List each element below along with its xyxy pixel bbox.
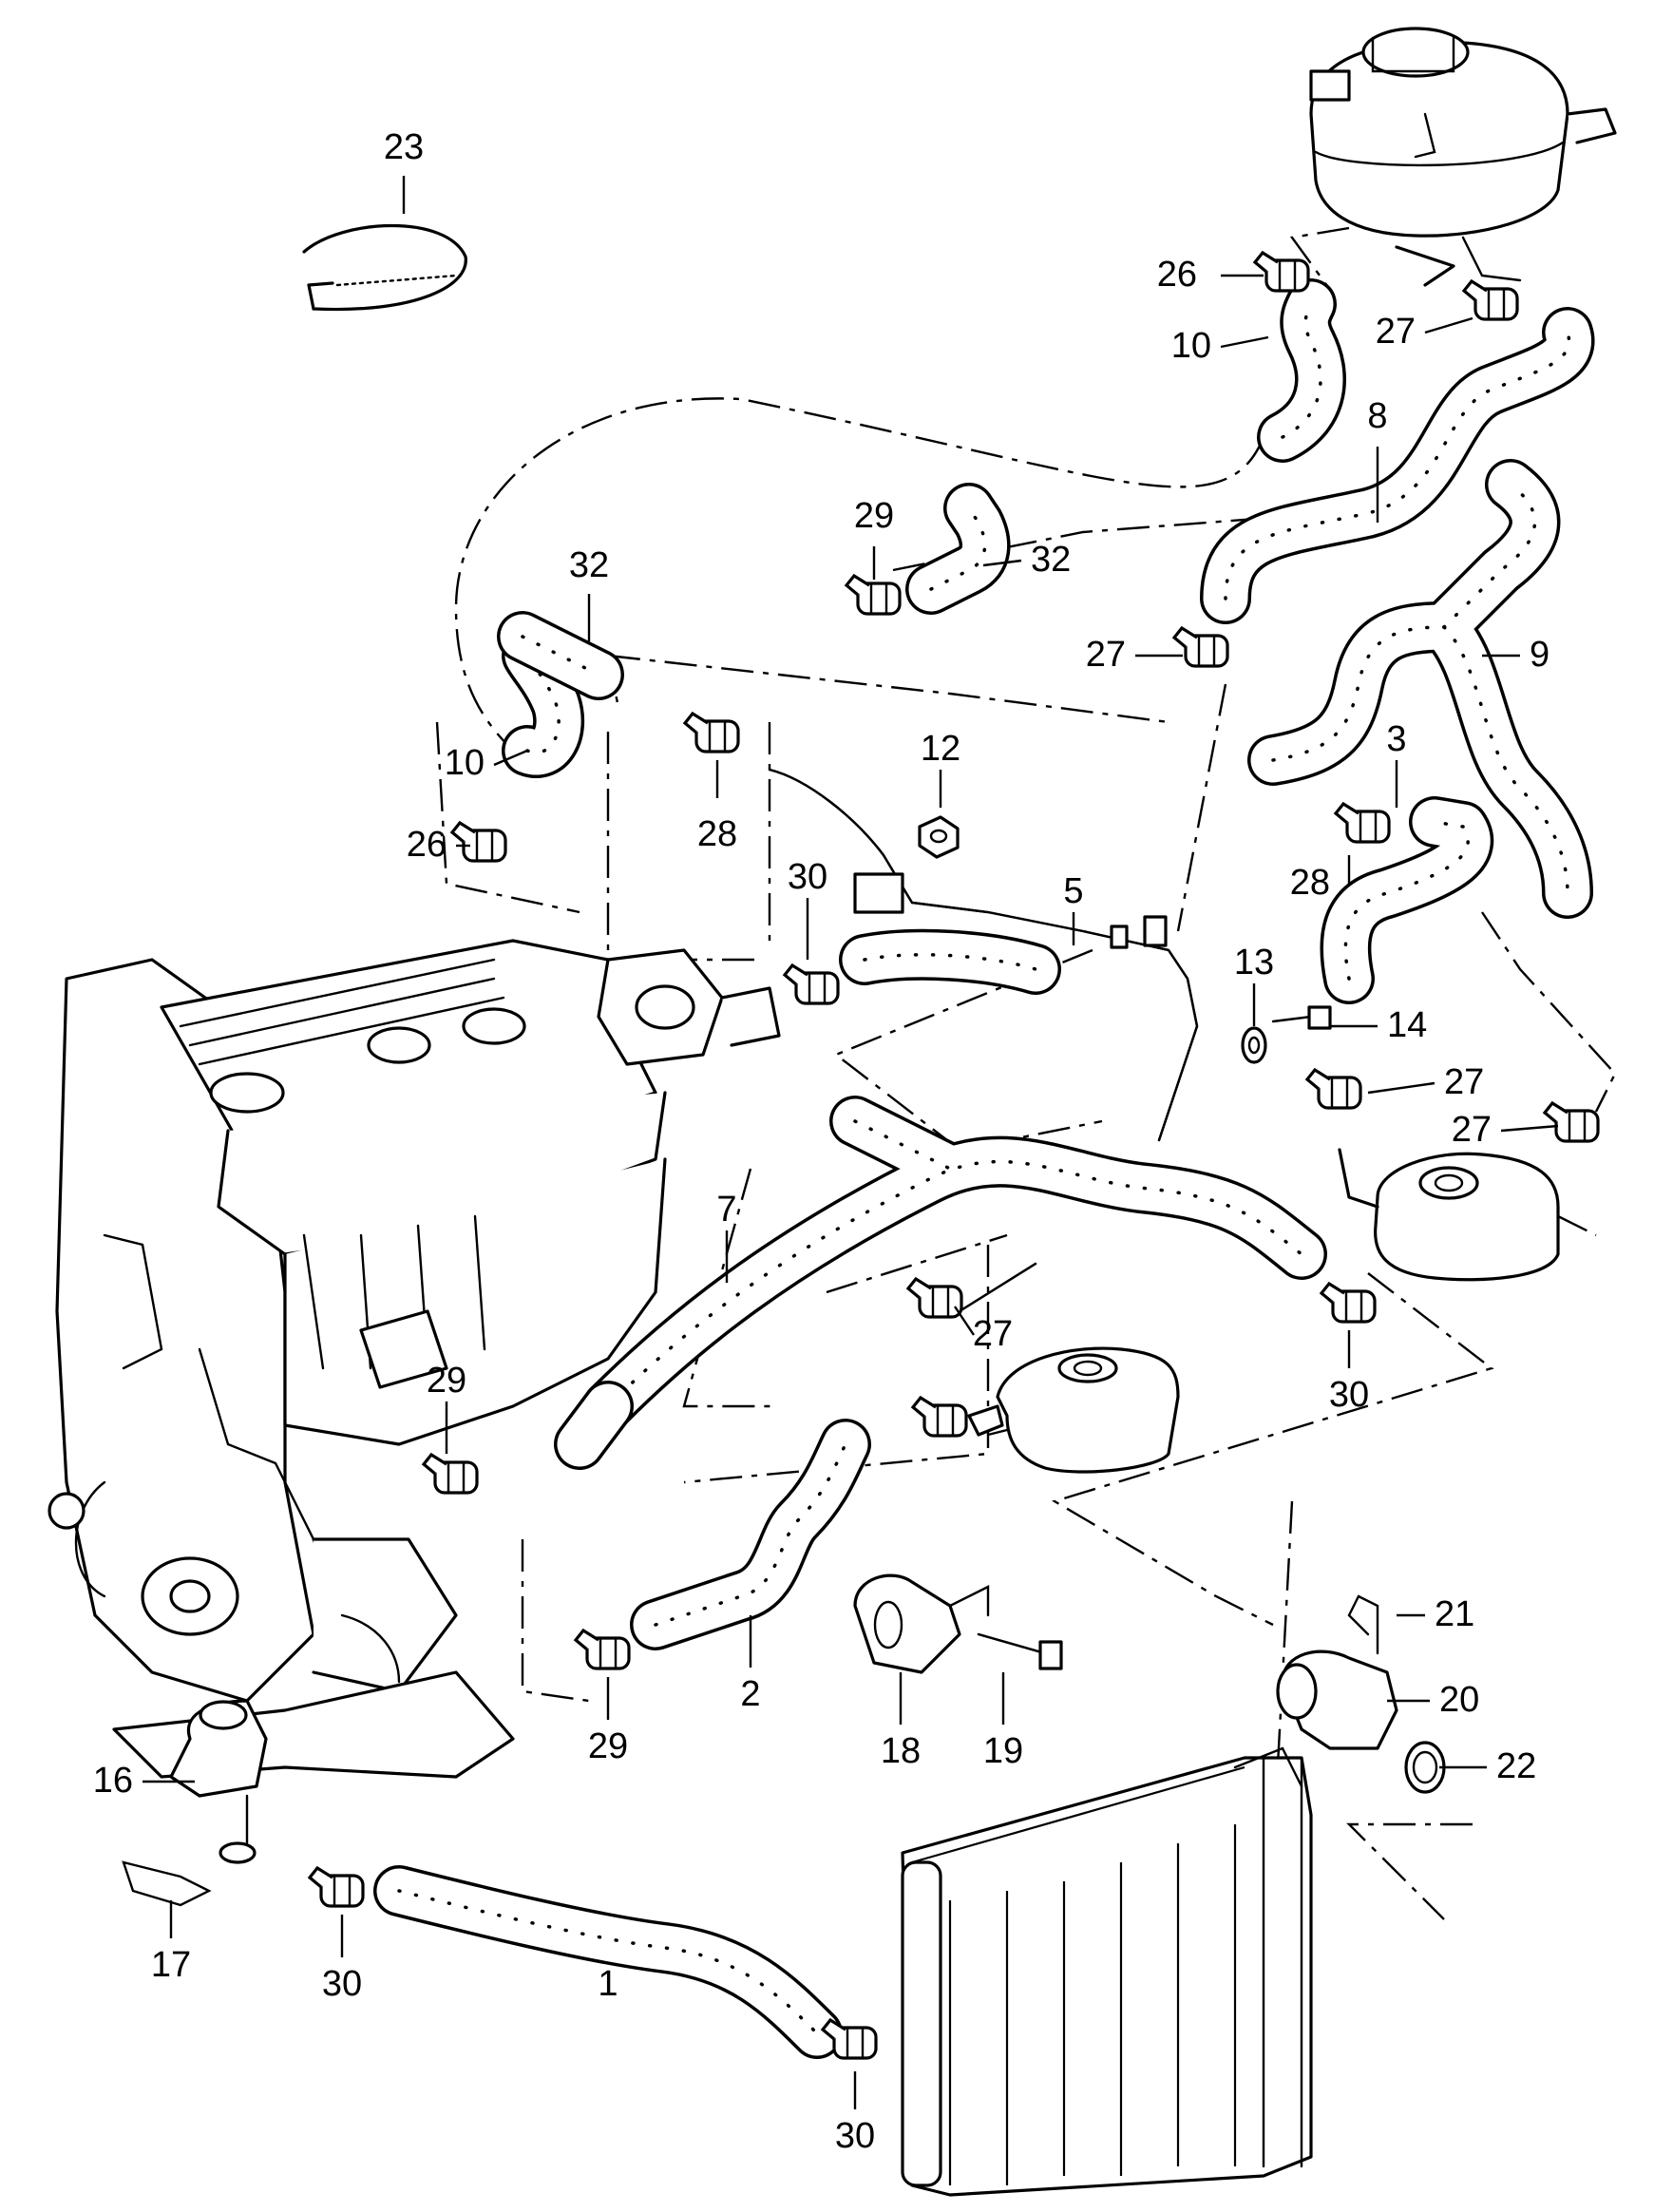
expansion-tank bbox=[1309, 27, 1617, 287]
callout-5: 5 bbox=[1063, 871, 1083, 911]
callout-30-d: 30 bbox=[835, 2116, 875, 2156]
part-30-clamp-c bbox=[308, 1866, 365, 1908]
radiator bbox=[901, 1746, 1313, 2197]
callout-27-d: 27 bbox=[1452, 1110, 1492, 1150]
callout-10-lower: 10 bbox=[445, 743, 485, 783]
callout-30-a: 30 bbox=[788, 857, 827, 897]
part-18-grommet bbox=[853, 1573, 990, 1674]
callout-7: 7 bbox=[716, 1190, 736, 1230]
part-29-clamp-b bbox=[422, 1453, 479, 1495]
pipe-stubs bbox=[958, 1262, 1037, 1313]
callout-26-upper: 26 bbox=[1157, 255, 1197, 295]
part-26-clamp-lower bbox=[450, 821, 507, 863]
part-2-hose bbox=[630, 1419, 871, 1650]
callout-9: 9 bbox=[1530, 635, 1549, 675]
callout-32-a: 32 bbox=[569, 545, 609, 585]
callout-27-b: 27 bbox=[1086, 635, 1126, 675]
part-5-hose-stub bbox=[839, 928, 1061, 995]
callout-14: 14 bbox=[1387, 1005, 1427, 1045]
part-16-elbow bbox=[169, 1699, 268, 1864]
callout-29-b: 29 bbox=[427, 1361, 466, 1401]
coolant-flange bbox=[597, 948, 781, 1066]
callout-23: 23 bbox=[384, 127, 424, 167]
callout-16: 16 bbox=[93, 1761, 133, 1801]
hoses bbox=[373, 278, 1595, 2059]
part-22-o-ring bbox=[1404, 1741, 1446, 1794]
leader-lines bbox=[143, 176, 1559, 2109]
callout-2: 2 bbox=[740, 1674, 760, 1714]
part-26-clamp-upper bbox=[1253, 251, 1310, 293]
part-21-clip bbox=[1347, 1594, 1379, 1655]
part-19-bolt bbox=[977, 1632, 1063, 1670]
part-29-clamp-a bbox=[845, 574, 902, 616]
part-32-hose-straight bbox=[497, 611, 624, 700]
callout-27-a: 27 bbox=[1376, 312, 1416, 352]
callout-13: 13 bbox=[1234, 943, 1274, 982]
callout-21: 21 bbox=[1435, 1594, 1474, 1634]
callout-18: 18 bbox=[881, 1731, 921, 1771]
part-14-bolt bbox=[1271, 1005, 1332, 1030]
callout-28-b: 28 bbox=[1290, 863, 1330, 903]
callout-10-upper: 10 bbox=[1171, 326, 1211, 366]
callouts: 23 26 10 27 8 29 32 32 9 27 12 10 26 28 … bbox=[93, 127, 1549, 2156]
callout-26-lower: 26 bbox=[407, 825, 447, 865]
part-30-clamp-b bbox=[1320, 1282, 1377, 1324]
callout-20: 20 bbox=[1439, 1680, 1479, 1720]
oil-cooler-lower bbox=[967, 1346, 1180, 1474]
part-27-clamp-b bbox=[1172, 626, 1229, 668]
callout-17: 17 bbox=[151, 1945, 191, 1985]
part-10-hose-upper bbox=[1257, 278, 1346, 463]
callout-30-c: 30 bbox=[322, 1964, 362, 2004]
oil-cooler-upper bbox=[1338, 1148, 1560, 1282]
part-30-clamp-a bbox=[783, 963, 840, 1005]
part-13-washer bbox=[1241, 1026, 1267, 1064]
callout-27-c: 27 bbox=[1444, 1062, 1484, 1102]
callout-28-a: 28 bbox=[697, 814, 737, 854]
callout-12: 12 bbox=[921, 729, 960, 769]
part-7-hose bbox=[582, 1096, 1327, 1432]
small-pipe-near-7 bbox=[554, 1381, 634, 1470]
callout-29-c: 29 bbox=[588, 1726, 628, 1766]
part-1-hose bbox=[373, 1865, 843, 2059]
callout-27-e: 27 bbox=[973, 1314, 1013, 1354]
part-5-pipe bbox=[768, 768, 1199, 1142]
part-20-thermo-housing bbox=[1276, 1649, 1398, 1750]
part-32-hose-elbow bbox=[905, 483, 1011, 615]
callout-32-b: 32 bbox=[1031, 540, 1071, 580]
engine-block bbox=[48, 939, 667, 1779]
part-3-hose bbox=[1320, 796, 1494, 1004]
callout-19: 19 bbox=[983, 1731, 1023, 1771]
callout-30-b: 30 bbox=[1329, 1375, 1369, 1415]
part-27-clamp-f bbox=[911, 1396, 968, 1438]
part-27-clamp-a bbox=[1462, 279, 1519, 321]
part-27-clamp-c bbox=[1305, 1068, 1362, 1110]
part-17-spring-clip bbox=[122, 1860, 212, 1907]
part-28-clamp-b bbox=[1334, 802, 1391, 844]
part-27-clamp-d bbox=[1543, 1101, 1600, 1143]
part-28-clamp-a bbox=[683, 712, 740, 753]
callout-8: 8 bbox=[1367, 396, 1387, 436]
part-23-band-clamp bbox=[302, 224, 467, 312]
callout-3: 3 bbox=[1386, 719, 1406, 759]
part-9-hose bbox=[1247, 459, 1593, 919]
part-12-nut bbox=[918, 815, 960, 859]
part-29-clamp-c bbox=[574, 1629, 631, 1670]
callout-22: 22 bbox=[1496, 1746, 1536, 1786]
callout-1: 1 bbox=[598, 1964, 618, 2004]
part-27-clamp-e bbox=[906, 1277, 963, 1319]
part-8-hose bbox=[1200, 307, 1595, 624]
callout-29-a: 29 bbox=[854, 496, 894, 536]
